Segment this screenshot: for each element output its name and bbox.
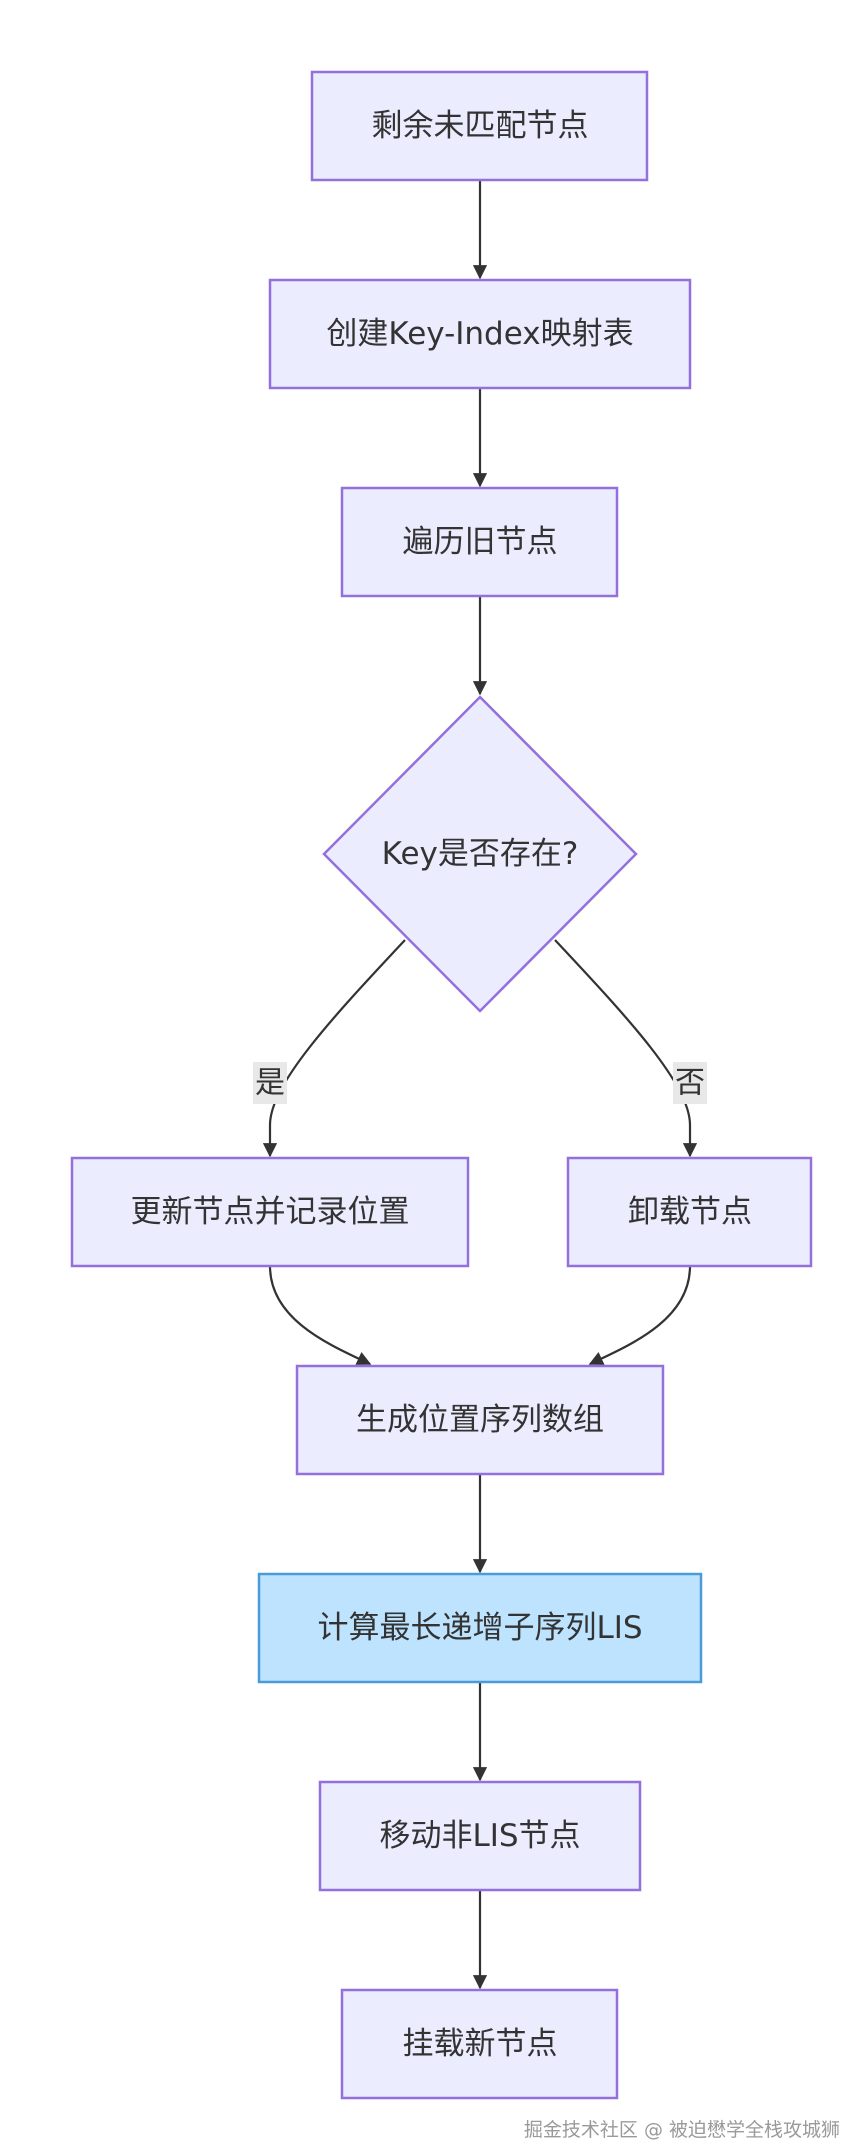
node-create-key-index-map-label: 创建Key-Index映射表 (326, 316, 633, 352)
node-traverse-old: 遍历旧节点 (340, 486, 619, 598)
edge-label-no: 否 (673, 1062, 707, 1104)
edge-label-yes: 是 (253, 1062, 287, 1104)
node-mount-new: 挂载新节点 (340, 1988, 619, 2100)
watermark-text: 掘金技术社区 @ 被迫懋学全栈攻城狮 (523, 2119, 840, 2141)
node-key-exists-decision: Key是否存在? (322, 695, 638, 1013)
edge-unmount-to-gen-array (588, 1265, 692, 1365)
node-unmount: 卸载节点 (566, 1156, 813, 1268)
edge-decision-yes-branch (262, 939, 406, 1158)
edge-label-yes-text: 是 (255, 1066, 285, 1101)
node-generate-position-array-label: 生成位置序列数组 (356, 1402, 604, 1438)
node-mount-new-label: 挂载新节点 (403, 2026, 558, 2062)
node-generate-position-array: 生成位置序列数组 (295, 1364, 665, 1476)
edge-label-no-text: 否 (675, 1066, 705, 1101)
node-move-non-lis: 移动非LIS节点 (318, 1780, 642, 1892)
node-update-and-record-label: 更新节点并记录位置 (131, 1194, 410, 1230)
node-compute-lis: 计算最长递增子序列LIS (257, 1572, 703, 1684)
node-key-exists-decision-label: Key是否存在? (382, 836, 579, 872)
node-remaining-unmatched: 剩余未匹配节点 (310, 70, 649, 182)
node-remaining-unmatched-label: 剩余未匹配节点 (372, 108, 589, 144)
edge-update-to-gen-array (268, 1265, 372, 1365)
node-update-and-record: 更新节点并记录位置 (70, 1156, 470, 1268)
node-traverse-old-label: 遍历旧节点 (403, 524, 558, 560)
edge-decision-no-branch (554, 939, 698, 1158)
node-create-key-index-map: 创建Key-Index映射表 (268, 278, 692, 390)
node-compute-lis-label: 计算最长递增子序列LIS (317, 1610, 642, 1646)
node-unmount-label: 卸载节点 (628, 1194, 752, 1230)
node-move-non-lis-label: 移动非LIS节点 (379, 1818, 580, 1854)
